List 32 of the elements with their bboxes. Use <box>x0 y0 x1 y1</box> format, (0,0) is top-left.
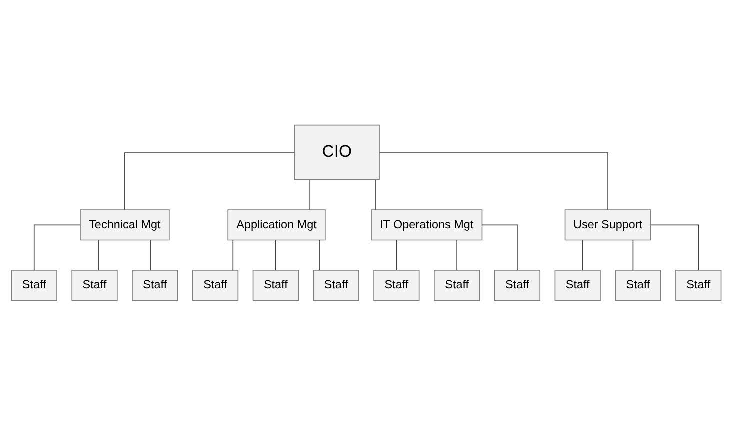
connector <box>150 240 152 271</box>
node-box: User Support <box>564 210 652 241</box>
node-box: Staff <box>132 270 178 302</box>
node-box: IT Operations Mgt <box>371 210 483 241</box>
node-box: Staff <box>11 270 58 302</box>
connector <box>582 240 584 271</box>
connector <box>650 224 700 271</box>
connector <box>98 240 100 271</box>
connector <box>456 240 458 271</box>
node-box: Staff <box>313 270 360 302</box>
node-box: Staff <box>494 270 541 302</box>
connector <box>232 240 234 271</box>
connector <box>375 180 376 210</box>
connector <box>124 152 296 210</box>
node-box: Application Mgt <box>228 210 326 241</box>
node-box: Staff <box>554 270 601 302</box>
connector <box>396 240 398 271</box>
node-box: Staff <box>72 270 118 302</box>
connector <box>379 152 608 210</box>
node-box: Staff <box>192 270 239 302</box>
node-box: Staff <box>252 270 299 302</box>
node-box: Staff <box>676 270 722 302</box>
connector <box>632 240 634 271</box>
connector <box>319 240 320 271</box>
node-box: Staff <box>434 270 480 302</box>
connector <box>34 224 81 271</box>
node-box: Technical Mgt <box>80 210 170 241</box>
connector <box>310 180 311 210</box>
node-box: Staff <box>374 270 420 302</box>
node-box: Staff <box>615 270 662 302</box>
connector <box>482 224 518 271</box>
node-box: CIO <box>294 124 380 180</box>
